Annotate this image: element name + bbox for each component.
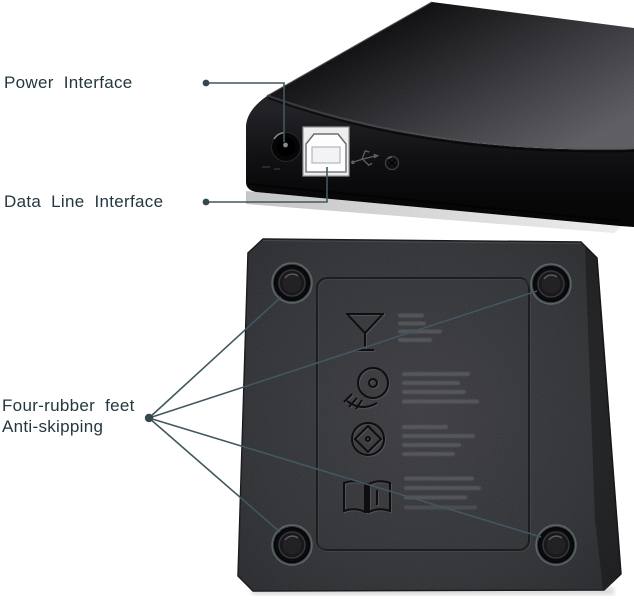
engraving-text-row-1 [398,313,442,342]
top-photo-drive-edge [246,1,634,233]
feet-leader-line-2 [148,290,538,419]
shell-top-edge-highlight [262,240,582,244]
rubber-feet-label: Four-rubber feet Anti-skipping [2,395,135,437]
top-surface-texture [267,2,634,150]
usb-trident-symbol [351,150,380,166]
leader-lines [148,82,542,538]
feet-leader-line-4 [148,417,542,538]
power-interface-label: Power Interface [4,73,133,92]
rubber-foot-bottom-left [271,524,313,566]
dc-power-jack [262,131,301,170]
feet-leader-dot [144,413,154,423]
front-lip-shadow [267,97,634,153]
data-leader-dot [202,198,210,206]
top-left-edge-highlight [266,1,433,97]
bottom-photo-drive-underside [237,238,622,595]
fragile-glass-icon [346,313,385,352]
power-leader-dot [202,79,210,87]
feet-leader-line-1 [148,296,282,419]
face-bottom-seam [247,183,621,222]
engraving-text-row-4 [404,476,481,510]
engraving-rows [343,313,481,515]
rubber-foot-top-right [530,263,572,305]
data-line-leader-line [206,167,328,203]
usb-b-port [302,126,350,177]
data-line-interface-label: Data Line Interface [4,192,164,211]
front-lip-highlight [266,94,634,150]
rubber-feet-label-line1: Four-rubber feet [2,396,135,415]
engraving-text-row-2 [402,372,479,404]
feet-leader-line-3 [148,417,281,533]
open-book-icon [343,480,392,515]
disc-icon [351,422,387,457]
table-surface [246,191,622,233]
rubber-feet-label-line2: Anti-skipping [2,417,104,436]
hand-holding-disc-icon [343,367,391,411]
rubber-foot-bottom-right [535,524,577,566]
power-leader-line [206,82,285,142]
rubber-foot-top-left [271,262,313,304]
recessed-label-area [316,277,530,551]
shell-texture [238,239,621,591]
recessed-label-area-highlight [318,279,531,552]
case-screw [384,155,400,171]
shell-right-side-shade [585,246,621,589]
engraving-text-row-3 [402,425,475,456]
